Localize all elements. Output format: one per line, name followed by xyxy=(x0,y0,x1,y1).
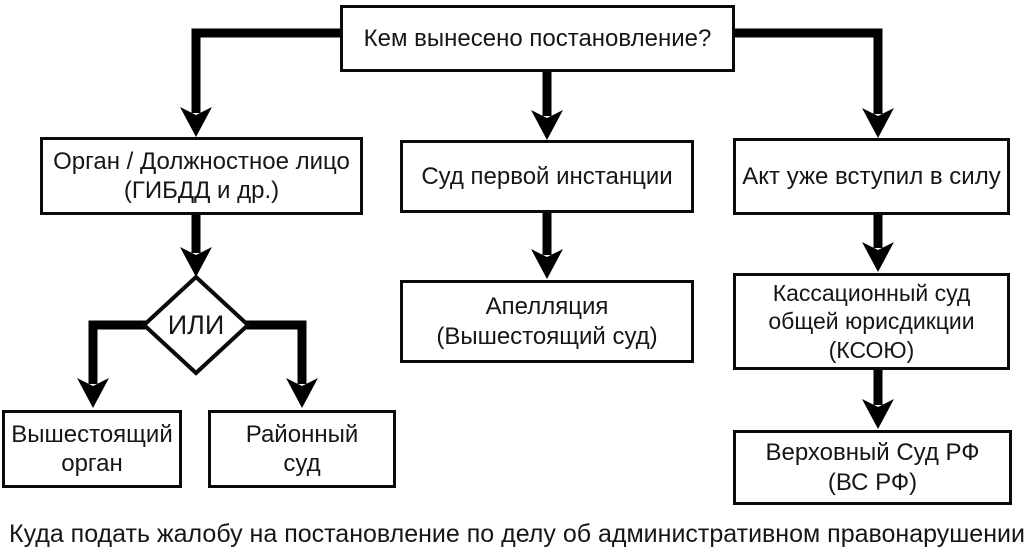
node-first-instance-label: Суд первой инстанции xyxy=(421,162,673,190)
edge-or-to-higher xyxy=(88,320,146,384)
node-cassation-label: Кассационный суд общей юрисдикции (КСОЮ) xyxy=(768,280,975,363)
diagram-caption: Куда подать жалобу на постановление по д… xyxy=(9,520,1024,548)
or-diamond-shape xyxy=(141,274,251,376)
node-first-instance-court: Суд первой инстанции xyxy=(400,140,694,213)
node-cassation-court: Кассационный суд общей юрисдикции (КСОЮ) xyxy=(733,273,1010,370)
edge-question-to-organ xyxy=(191,28,340,113)
node-question: Кем вынесено постановление? xyxy=(340,5,735,72)
node-higher-organ: Вышестоящий орган xyxy=(2,410,182,488)
edge-question-to-inforce xyxy=(735,28,883,114)
node-organ-label: Орган / Должностное лицо (ГИБДД и др.) xyxy=(53,147,350,204)
arrowhead-appeal xyxy=(531,249,563,279)
arrowhead-supreme xyxy=(862,399,894,429)
arrowhead-cassation xyxy=(862,242,894,272)
node-act-in-force: Акт уже вступил в силу xyxy=(733,138,1010,215)
node-organ-official: Орган / Должностное лицо (ГИБДД и др.) xyxy=(40,137,363,215)
node-district-court: Районный суд xyxy=(208,410,396,488)
arrowhead-or xyxy=(180,247,212,277)
node-act-in-force-label: Акт уже вступил в силу xyxy=(742,162,1001,190)
arrowhead-first xyxy=(531,110,563,140)
node-appeal-label: Апелляция (Вышестоящий суд) xyxy=(436,293,658,350)
arrowhead-higher xyxy=(77,378,109,408)
arrowhead-inforce xyxy=(862,108,894,138)
node-district-court-label: Районный суд xyxy=(245,420,359,477)
node-supreme-court: Верховный Суд РФ (ВС РФ) xyxy=(733,430,1012,505)
arrowhead-district xyxy=(286,378,318,408)
arrowhead-organ xyxy=(180,107,212,137)
node-supreme-court-label: Верховный Суд РФ (ВС РФ) xyxy=(765,439,980,496)
node-higher-organ-label: Вышестоящий орган xyxy=(11,420,173,477)
node-question-label: Кем вынесено постановление? xyxy=(363,24,712,52)
or-diamond-label: ИЛИ xyxy=(167,309,225,340)
edge-or-to-district xyxy=(246,320,307,384)
node-appeal: Апелляция (Вышестоящий суд) xyxy=(400,280,694,363)
